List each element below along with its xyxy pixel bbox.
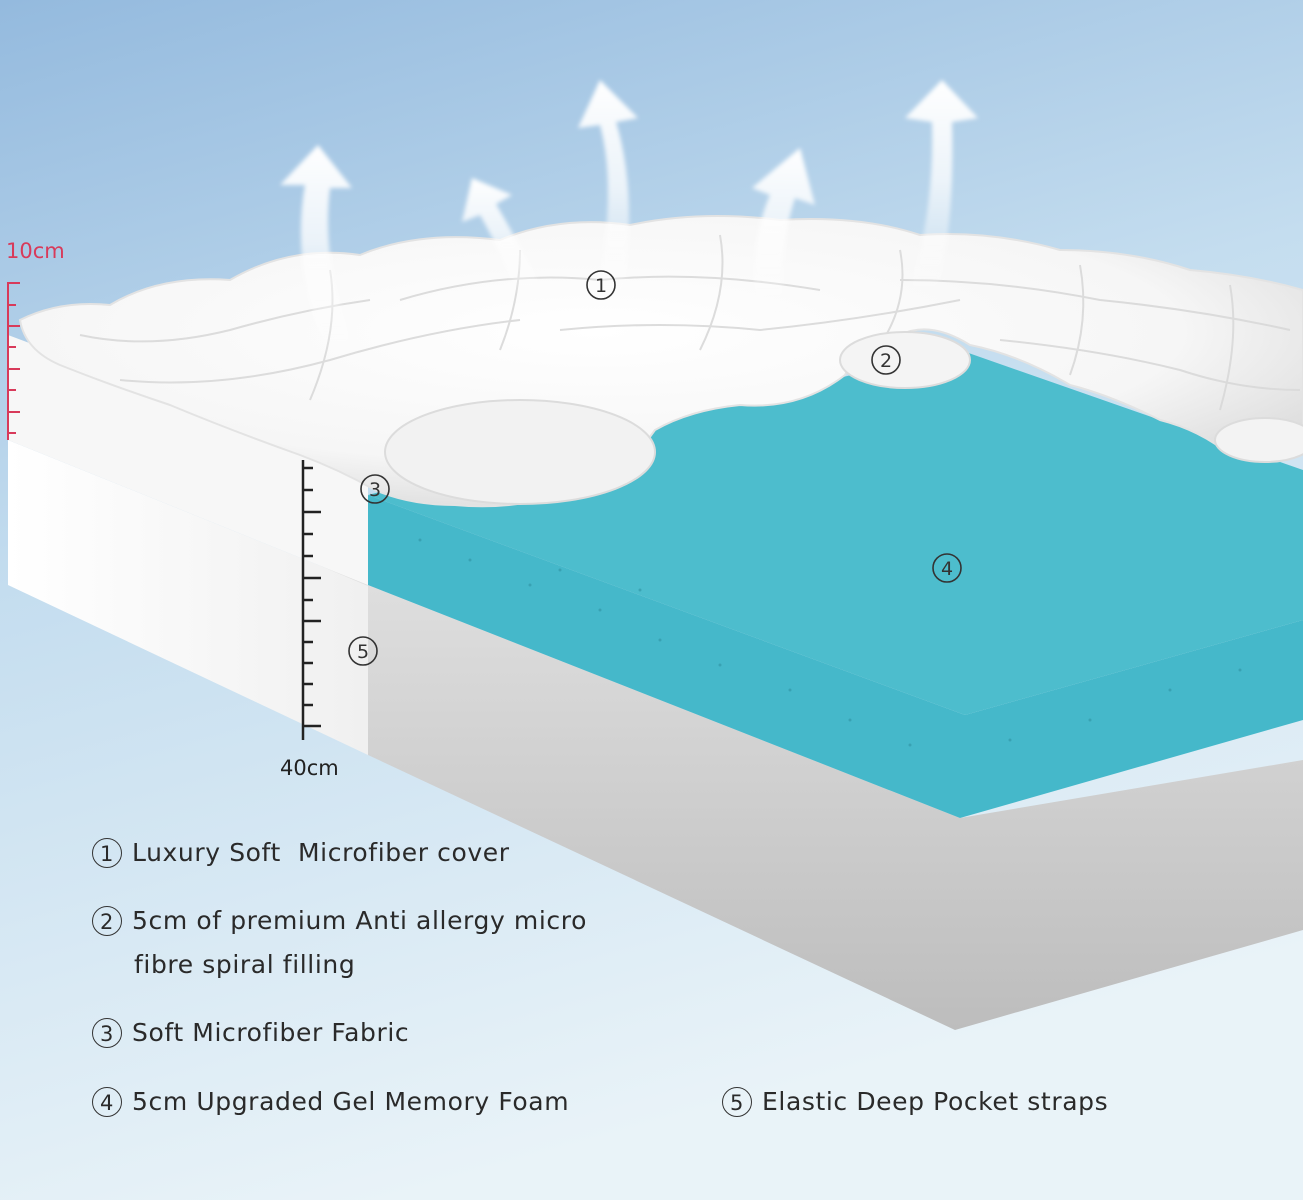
quilted-topper xyxy=(18,215,1303,508)
svg-text:3: 3 xyxy=(369,479,381,501)
depth-ruler xyxy=(301,460,321,740)
legend-text-continued: fibre spiral filling xyxy=(134,950,356,979)
marker-3: 3 xyxy=(360,474,390,504)
gel-foam-side xyxy=(368,495,1303,818)
legend-number: 4 xyxy=(92,1087,122,1117)
legend-item-1: 1 Luxury Soft Microfiber cover xyxy=(92,830,510,875)
gel-foam-speckles xyxy=(418,538,1242,747)
marker-5: 5 xyxy=(348,636,378,666)
svg-text:4: 4 xyxy=(941,558,953,580)
airflow-arrows xyxy=(280,80,978,360)
depth-label: 40cm xyxy=(280,756,339,780)
marker-4: 4 xyxy=(932,553,962,583)
legend-number: 3 xyxy=(92,1018,122,1048)
cover-front-face xyxy=(8,335,368,585)
svg-text:5: 5 xyxy=(357,641,369,663)
base-side-face xyxy=(368,585,1303,1030)
legend-text: 5cm of premium Anti allergy micro xyxy=(132,906,587,935)
legend-number: 2 xyxy=(92,906,122,936)
svg-text:2: 2 xyxy=(880,350,892,372)
height-ruler xyxy=(7,282,20,440)
base-front-face xyxy=(8,440,368,755)
legend-text: Elastic Deep Pocket straps xyxy=(762,1087,1109,1116)
marker-2: 2 xyxy=(871,345,901,375)
legend-text: Luxury Soft Microfiber cover xyxy=(132,838,510,867)
legend-item-5: 5 Elastic Deep Pocket straps xyxy=(722,1079,1108,1124)
marker-1: 1 xyxy=(586,270,616,300)
legend-text: Soft Microfiber Fabric xyxy=(132,1018,410,1047)
legend-item-2: 2 5cm of premium Anti allergy micro fibre… xyxy=(92,898,587,987)
legend-text: 5cm Upgraded Gel Memory Foam xyxy=(132,1087,570,1116)
legend-number: 5 xyxy=(722,1087,752,1117)
legend-item-4: 4 5cm Upgraded Gel Memory Foam xyxy=(92,1079,569,1124)
legend-item-3: 3 Soft Microfiber Fabric xyxy=(92,1010,409,1055)
legend-number: 1 xyxy=(92,838,122,868)
height-label: 10cm xyxy=(6,239,65,263)
svg-text:1: 1 xyxy=(595,275,607,297)
